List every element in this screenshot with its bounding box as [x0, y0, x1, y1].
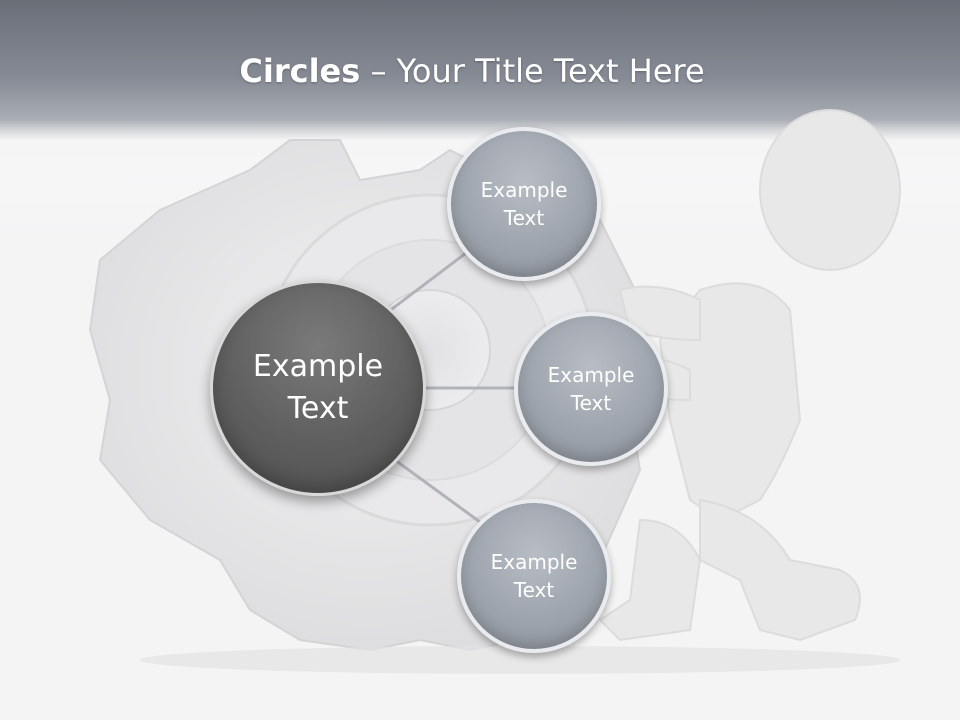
satellite-circle-bottom: Example Text — [457, 499, 611, 653]
satellite-circle-label: Example Text — [480, 178, 568, 230]
satellite-circle-top: Example Text — [447, 127, 601, 281]
center-circle-label: Example Text — [252, 349, 384, 426]
satellite-circle-label: Example Text — [490, 550, 578, 602]
satellite-circle-middle: Example Text — [514, 312, 668, 466]
center-circle: Example Text — [210, 280, 426, 496]
satellite-circle-label: Example Text — [547, 363, 635, 415]
ground-shadow — [140, 646, 900, 674]
connector-bottom — [394, 458, 481, 524]
connector-top — [379, 248, 471, 320]
title-bold: Circles — [239, 52, 361, 90]
title-rest: – Your Title Text Here — [360, 52, 705, 90]
page-title: Circles – Your Title Text Here — [0, 52, 944, 90]
